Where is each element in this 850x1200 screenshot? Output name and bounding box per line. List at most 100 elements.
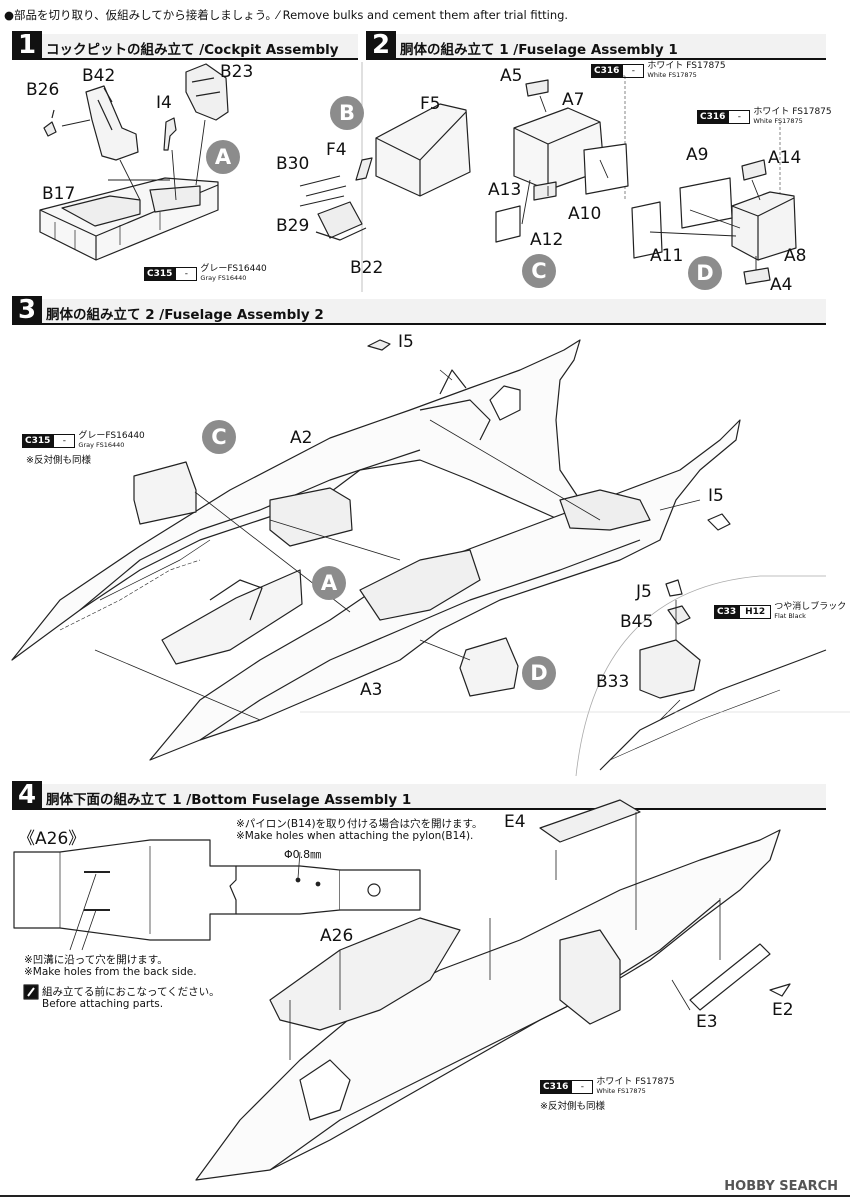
cockpit-tub-drawing	[39, 177, 219, 261]
paint-mix: -	[175, 267, 198, 281]
part-i4-drawing	[163, 117, 177, 151]
step-4-title: 胴体下面の組み立て 1 /Bottom Fuselage Assembly 1	[46, 792, 412, 808]
subassembly-b-marker: B	[330, 96, 364, 130]
paint-name-en: White FS17875	[753, 117, 803, 125]
intake-box-a7-drawing	[495, 79, 629, 243]
paint-code: C316	[591, 64, 623, 78]
label-a2: A2	[290, 428, 313, 448]
paint-code: C316	[697, 110, 729, 124]
label-a3: A3	[360, 680, 383, 700]
step-3-header: 3 胴体の組み立て 2 /Fuselage Assembly 2	[12, 296, 826, 325]
paint-name-en: White FS17875	[596, 1087, 646, 1095]
label-a10: A10	[568, 204, 602, 224]
label-i5-top: I5	[398, 332, 414, 352]
label-b29: B29	[276, 216, 310, 236]
label-b23: B23	[220, 62, 254, 82]
paint-code: C33	[714, 605, 740, 619]
paint-code: C315	[144, 267, 176, 281]
label-b30: B30	[276, 154, 310, 174]
paint-name-en: White FS17875	[647, 71, 697, 79]
label-f5: F5	[420, 94, 441, 114]
paint-mix: -	[622, 64, 645, 78]
paint-name-en: Gray FS16440	[78, 441, 125, 449]
paint-name-jp: ホワイト FS17875	[647, 61, 726, 71]
intro-text: ●部品を切り取り、仮組みしてから接着しましょう。⁄ Remove bulks a…	[4, 8, 569, 22]
label-e2: E2	[772, 1000, 794, 1020]
paint-name-jp: ホワイト FS17875	[753, 107, 832, 117]
intake-c-placement	[133, 461, 197, 525]
step-2-number: 2	[366, 31, 396, 60]
label-a7: A7	[562, 90, 585, 110]
step-2-header: 2 胴体の組み立て 1 /Fuselage Assembly 1	[366, 31, 826, 60]
step-2-title: 胴体の組み立て 1 /Fuselage Assembly 1	[400, 42, 678, 58]
intake-box-a8-drawing	[631, 159, 797, 285]
label-j5: J5	[636, 582, 652, 602]
label-e4: E4	[504, 812, 526, 832]
label-b17: B17	[42, 184, 76, 204]
step-1-header: 1 コックピットの組み立て /Cockpit Assembly	[12, 31, 358, 60]
subassembly-d-placement-marker: D	[522, 656, 556, 690]
subassembly-d-marker: D	[688, 256, 722, 290]
step-4-number: 4	[12, 781, 42, 810]
control-stick-drawing	[43, 109, 57, 137]
label-a26: A26	[320, 926, 354, 946]
label-a9: A9	[686, 145, 709, 165]
paint-name-jp: ホワイト FS17875	[596, 1077, 675, 1087]
step-3-title: 胴体の組み立て 2 /Fuselage Assembly 2	[46, 307, 324, 323]
label-b26: B26	[26, 80, 60, 100]
subassembly-c-marker: C	[522, 254, 556, 288]
paint-code: C316	[540, 1080, 572, 1094]
step-3-number: 3	[12, 296, 42, 325]
paint-name-jp: つや消しブラック	[774, 602, 847, 612]
label-a5: A5	[500, 66, 523, 86]
bottom-fuselage-drawing	[195, 799, 791, 1181]
note-same-other-side-step4: ※反対側も同様	[540, 1101, 605, 1112]
paint-mix: -	[571, 1080, 594, 1094]
rear-cockpit-drawing	[355, 103, 471, 197]
label-a14: A14	[768, 148, 802, 168]
fuselage-lower-half-drawing	[149, 419, 741, 761]
label-a12: A12	[530, 230, 564, 250]
intake-d-placement	[459, 637, 519, 697]
note-before-jp: 組み立てる前におこなってください。	[42, 986, 220, 998]
step-4-header: 4 胴体下面の組み立て 1 /Bottom Fuselage Assembly …	[12, 781, 826, 810]
paint-code: C315	[22, 434, 54, 448]
paint-name-jp: グレーFS16440	[78, 431, 145, 441]
label-a8: A8	[784, 246, 807, 266]
paint-mix: -	[728, 110, 751, 124]
note-groove-en: ※Make holes from the back side.	[24, 966, 197, 978]
label-a4: A4	[770, 275, 793, 295]
paint-mix: -	[53, 434, 76, 448]
note-groove-jp: ※凹溝に沿って穴を開けます。	[24, 954, 168, 966]
label-e3: E3	[696, 1012, 718, 1032]
cockpit-a-placement	[161, 569, 303, 665]
label-b33: B33	[596, 672, 630, 692]
label-f4: F4	[326, 140, 347, 160]
label-i4: I4	[156, 93, 172, 113]
note-pylon-jp: ※パイロン(B14)を取り付ける場合は穴を開けます。	[236, 818, 483, 830]
step-1-title: コックピットの組み立て /Cockpit Assembly	[46, 42, 339, 58]
label-b22: B22	[350, 258, 384, 278]
fuselage-upper-half-drawing	[11, 339, 581, 661]
hobby-search-watermark: HOBBY SEARCH	[724, 1179, 838, 1194]
subassembly-a-placement-marker: A	[312, 566, 346, 600]
label-b45: B45	[620, 612, 654, 632]
paint-name-en: Flat Black	[774, 612, 806, 620]
note-same-other-side-step3: ※反対側も同様	[26, 455, 91, 466]
subassembly-c-placement-marker: C	[202, 420, 236, 454]
paint-mix: H12	[739, 605, 772, 619]
subassembly-a-marker: A	[206, 140, 240, 174]
note-pylon-en: ※Make holes when attaching the pylon(B14…	[236, 830, 474, 842]
step-1-number: 1	[12, 31, 42, 60]
note-hole-diameter: Φ0.8㎜	[284, 848, 322, 861]
label-a13: A13	[488, 180, 522, 200]
ejection-seat-drawing	[85, 85, 139, 161]
a26-reference-drawing	[13, 839, 421, 951]
